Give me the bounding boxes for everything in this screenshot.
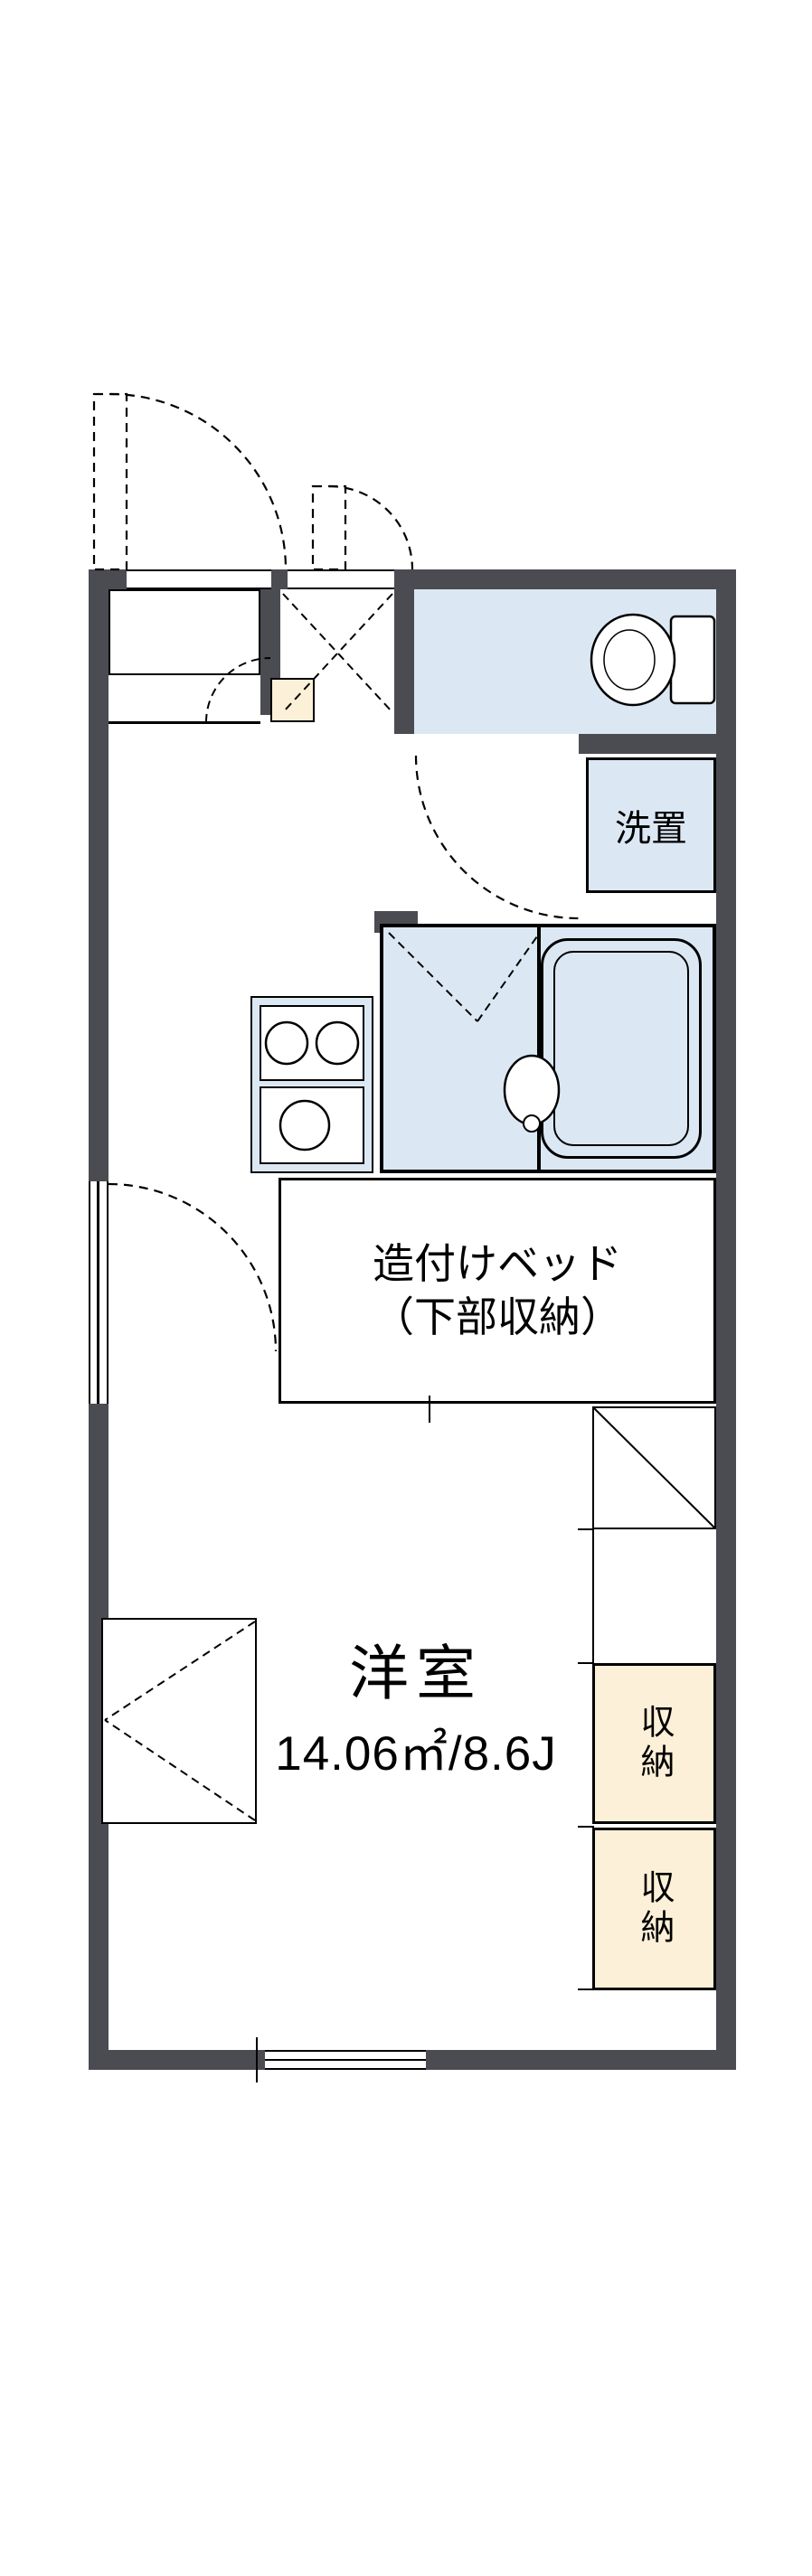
bath-divider-wall [537,924,541,1173]
main-room-label-block: 洋室 14.06㎡/8.6J [217,1625,615,1784]
entrance-door-leaf-main [92,392,128,571]
storage-closet-top: 収納 [592,1663,716,1824]
storage-top-label: 収納 [635,1704,673,1783]
entrance-door-swing-sub [328,484,414,570]
room-door-swing [108,1182,278,1352]
tick-window-bottom [256,2037,258,2082]
entrance-storage-square [270,678,315,722]
sink-unit [260,1086,364,1164]
wall-toilet-bottom [579,734,716,754]
main-room-area: 14.06㎡/8.6J [275,1727,557,1781]
tick-bed-bottom [429,1396,430,1423]
storage-closet-bottom: 収納 [592,1828,716,1990]
tick-storage-mid [578,1826,594,1828]
entrance-door-opening-main [127,569,271,589]
tick-storage-bot [578,1988,594,1990]
toilet-door-swing [414,755,580,920]
entrance-door-leaf-sub [311,484,347,571]
wall-entrance-right-stub [394,589,414,734]
washer-label: 洗置 [615,809,687,849]
toilet-room [414,589,716,734]
refrigerator-space [592,1406,716,1529]
built-in-bed: 造付けベッド （下部収納） [279,1178,716,1404]
column-edge-line [592,1529,594,1663]
window-left-center-line [97,1181,99,1404]
stove-unit [260,1005,364,1081]
entrance-step-line [109,721,260,724]
main-room-name: 洋室 [349,1640,483,1706]
bathtub-inner-line [553,951,689,1146]
bathtub [541,938,702,1159]
tick-storage-top [578,1662,594,1664]
bed-label-line2: （下部収納） [373,1293,622,1340]
window-bottom-center-line [265,2059,426,2061]
bed-label-line1: 造付けベッド [373,1240,622,1288]
shoe-cabinet [109,589,260,675]
entrance-door-swing-main [109,392,288,570]
wall-outer-right [716,569,736,2070]
storage-bottom-label: 収納 [635,1869,673,1949]
tick-fridge [578,1528,594,1530]
entrance-door-opening-sub [288,569,394,589]
washer-space: 洗置 [586,757,716,893]
